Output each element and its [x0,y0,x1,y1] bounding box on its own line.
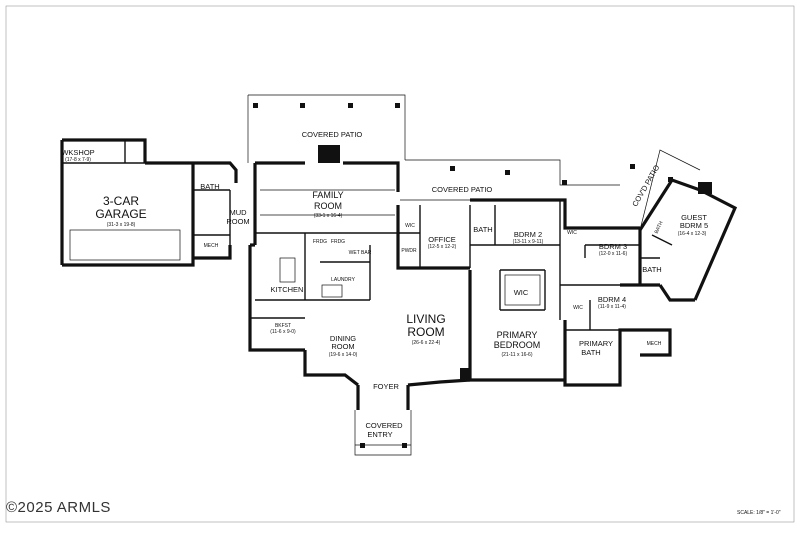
family-room-dim: (33-1 x 16-4) [314,213,343,219]
mud-room-label-line1: MUD [229,208,247,217]
mech-left-label: MECH [204,243,219,249]
covered-entry-label-line2: ENTRY [367,430,392,439]
covered-entry-label-line1: COVERED [365,421,403,430]
family-room-label-line1: FAMILY [312,190,343,200]
primary-bath-label-line2: BATH [581,348,600,357]
office-dim: (12-5 x 12-2) [428,244,457,250]
kitchen-label: KITCHEN [271,285,304,294]
primary-bedroom-dim: (21-11 x 16-6) [501,352,532,358]
wic-bdrm4-label: WIC [573,305,583,311]
frame-border [5,5,795,523]
interior-walls [62,140,673,385]
dining-room-label-line1: DINING [330,334,356,343]
garage-label-line1: 3-CAR [103,194,139,208]
bath-garage-label: BATH [200,182,219,191]
living-room-dim: (26-6 x 22-4) [412,340,441,346]
bath-guest-label: BATH [654,220,665,235]
bdrm4-dim: (11-9 x 11-4) [598,304,626,310]
room-labels: COVERED PATIO COVERED PATIO COV'D PATIO … [61,130,708,439]
garage-dim: (31-3 x 19-8) [107,222,136,228]
mud-room-label-line2: ROOM [226,217,249,226]
bath-mid-label: BATH [473,225,492,234]
bdrm4-label: BDRM 4 [598,295,626,304]
copyright-text: ©2025 ARMLS [6,499,111,516]
wet-bar-label: WET BAR [349,250,372,256]
pwdr-label: PWDR [401,248,417,254]
bdrm3-dim: (12-0 x 11-6) [599,251,628,257]
primary-bath-label-line1: PRIMARY [579,339,613,348]
dining-room-dim: (19-6 x 14-0) [329,352,358,358]
covered-patio-mid-label: COVERED PATIO [432,185,493,194]
living-room-label-line1: LIVING [406,312,445,326]
primary-bedroom-label-line1: PRIMARY [497,330,538,340]
frdg-label-1: FRDG [313,239,327,245]
dining-room-label-line2: ROOM [331,342,354,351]
scale-text: SCALE: 1/8" = 1'-0" [737,510,781,516]
guest-bdrm-dim: (16-4 x 12-3) [678,231,707,237]
bdrm3-label: BDRM 3 [599,242,627,251]
bkfst-label: BKFST [275,323,291,329]
guest-bdrm-label-line2: BDRM 5 [680,221,708,230]
living-room-label-line2: ROOM [407,325,444,339]
exterior-walls [60,138,738,410]
wkshop-label: WKSHOP [61,148,94,157]
bdrm2-label: BDRM 2 [514,230,542,239]
bath-right-label: BATH [642,265,661,274]
mech-right-label: MECH [647,341,662,347]
garage-label-line2: GARAGE [95,207,146,221]
primary-bedroom-label-line2: BEDROOM [494,340,541,350]
laundry-label: LAUNDRY [331,277,355,283]
family-room-label-line2: ROOM [314,201,342,211]
office-label: OFFICE [428,235,456,244]
covered-patio-top-label: COVERED PATIO [302,130,363,139]
wic-primary-label: WIC [514,288,529,297]
patio-columns [253,103,712,448]
bkfst-dim: (11-6 x 9-0) [270,329,296,335]
bdrm2-dim: (13-11 x 9-11) [513,239,544,245]
guest-bdrm-label-line1: GUEST [681,213,707,222]
foyer-label: FOYER [373,382,399,391]
wic-bdrm2-label: WIC [567,230,577,236]
wic-office-label: WIC [405,223,415,229]
wkshop-dim: (17-8 x 7-9) [65,157,91,163]
frdg-label-2: FRDG [331,239,345,245]
patio-outlines [69,94,701,456]
